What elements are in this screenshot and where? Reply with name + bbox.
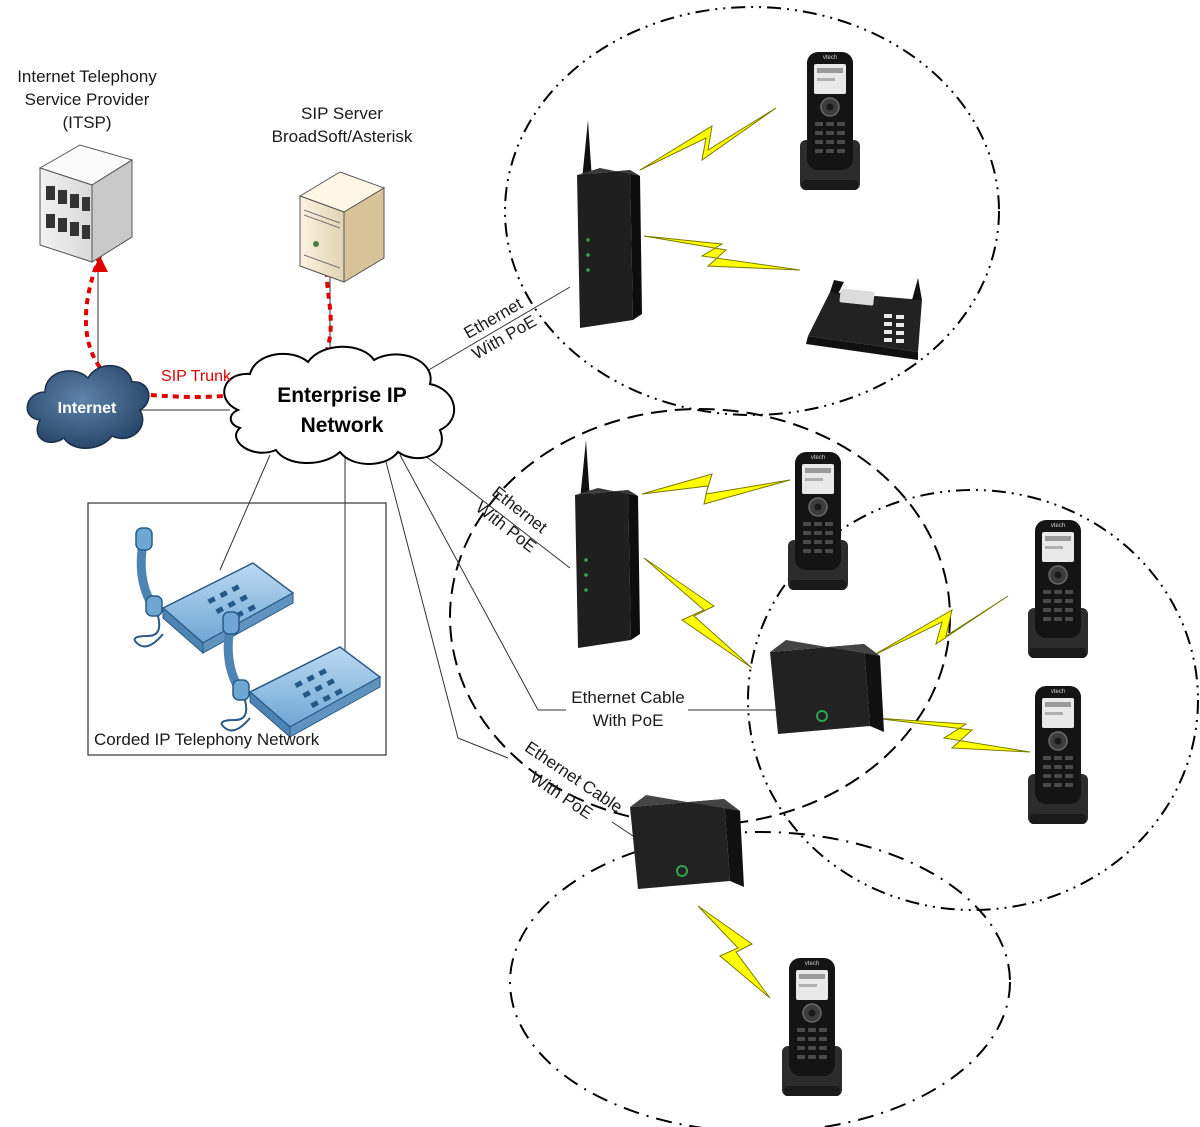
- internet-cloud-icon: Internet: [26, 364, 150, 449]
- corded-network-box: Corded IP Telephony Network: [87, 502, 387, 756]
- line-network-repeater2-a: [384, 457, 509, 759]
- line-network-base2: [414, 447, 571, 569]
- coverage-zone-1: [504, 6, 1000, 416]
- handset-icon: [781, 957, 843, 1097]
- internet-label: Internet: [58, 400, 117, 417]
- lightning-icon: [643, 235, 801, 271]
- base-station-icon: [577, 120, 642, 328]
- lightning-icon: [697, 905, 771, 999]
- corded-label: Corded IP Telephony Network: [94, 730, 320, 749]
- handset-icon: [1027, 519, 1089, 659]
- line-network-repeater2-b: [611, 821, 637, 839]
- enterprise-network-cloud: Enterprise IP Network: [223, 345, 456, 465]
- itsp-label: Internet Telephony Service Provider (ITS…: [17, 67, 157, 132]
- line-network-phone1: [219, 454, 271, 571]
- repeater-icon: [769, 639, 885, 735]
- cordless-desk-phone-icon: [806, 278, 922, 360]
- svg-text:Internet Telephony: Internet Telephony: [17, 67, 157, 86]
- line-network-repeater1-a: [399, 454, 566, 711]
- svg-text:Service Provider: Service Provider: [25, 90, 150, 109]
- lightning-icon: [871, 595, 1009, 657]
- wireless-links: [639, 107, 1031, 999]
- line-network-base1: [414, 286, 571, 379]
- lightning-icon: [643, 557, 753, 669]
- svg-text:Ethernet Cable: Ethernet Cable: [571, 688, 684, 707]
- handset-icon: [1027, 685, 1089, 825]
- sip-trunk-path: [84, 255, 333, 399]
- itsp-building-icon: [38, 144, 134, 263]
- enterprise-label-line2: Network: [301, 414, 384, 437]
- svg-text:SIP Server: SIP Server: [301, 104, 383, 123]
- desk-phone-icon: [135, 528, 293, 653]
- ethernet-cable-label-1: Ethernet Cable With PoE: [571, 688, 684, 730]
- ethernet-label-2: Ethernet With PoE: [472, 483, 551, 557]
- svg-text:With PoE: With PoE: [593, 711, 664, 730]
- coverage-zone-2: [449, 408, 951, 826]
- handset-icon: [787, 451, 849, 591]
- sip-server-icon: [298, 171, 386, 283]
- enterprise-label-line1: Enterprise IP: [277, 384, 407, 407]
- ethernet-label-1: Ethernet With PoE: [461, 294, 540, 363]
- lightning-icon: [639, 107, 777, 171]
- handset-icon: [799, 51, 861, 191]
- desk-phone-icon: [222, 612, 380, 737]
- repeater-icon: [629, 794, 745, 890]
- coverage-zone-3: [747, 489, 1199, 911]
- sip-server-label: SIP Server BroadSoft/Asterisk: [272, 104, 413, 146]
- connection-lines: [97, 262, 778, 839]
- lightning-icon: [641, 473, 791, 505]
- base-station-icon: [575, 440, 640, 648]
- sip-trunk-label: SIP Trunk: [161, 368, 232, 385]
- coverage-zone-4: [509, 831, 1011, 1127]
- svg-text:(ITSP): (ITSP): [62, 113, 111, 132]
- svg-text:BroadSoft/Asterisk: BroadSoft/Asterisk: [272, 127, 413, 146]
- lightning-icon: [873, 717, 1031, 753]
- ethernet-cable-label-2: Ethernet Cable With PoE: [521, 738, 626, 824]
